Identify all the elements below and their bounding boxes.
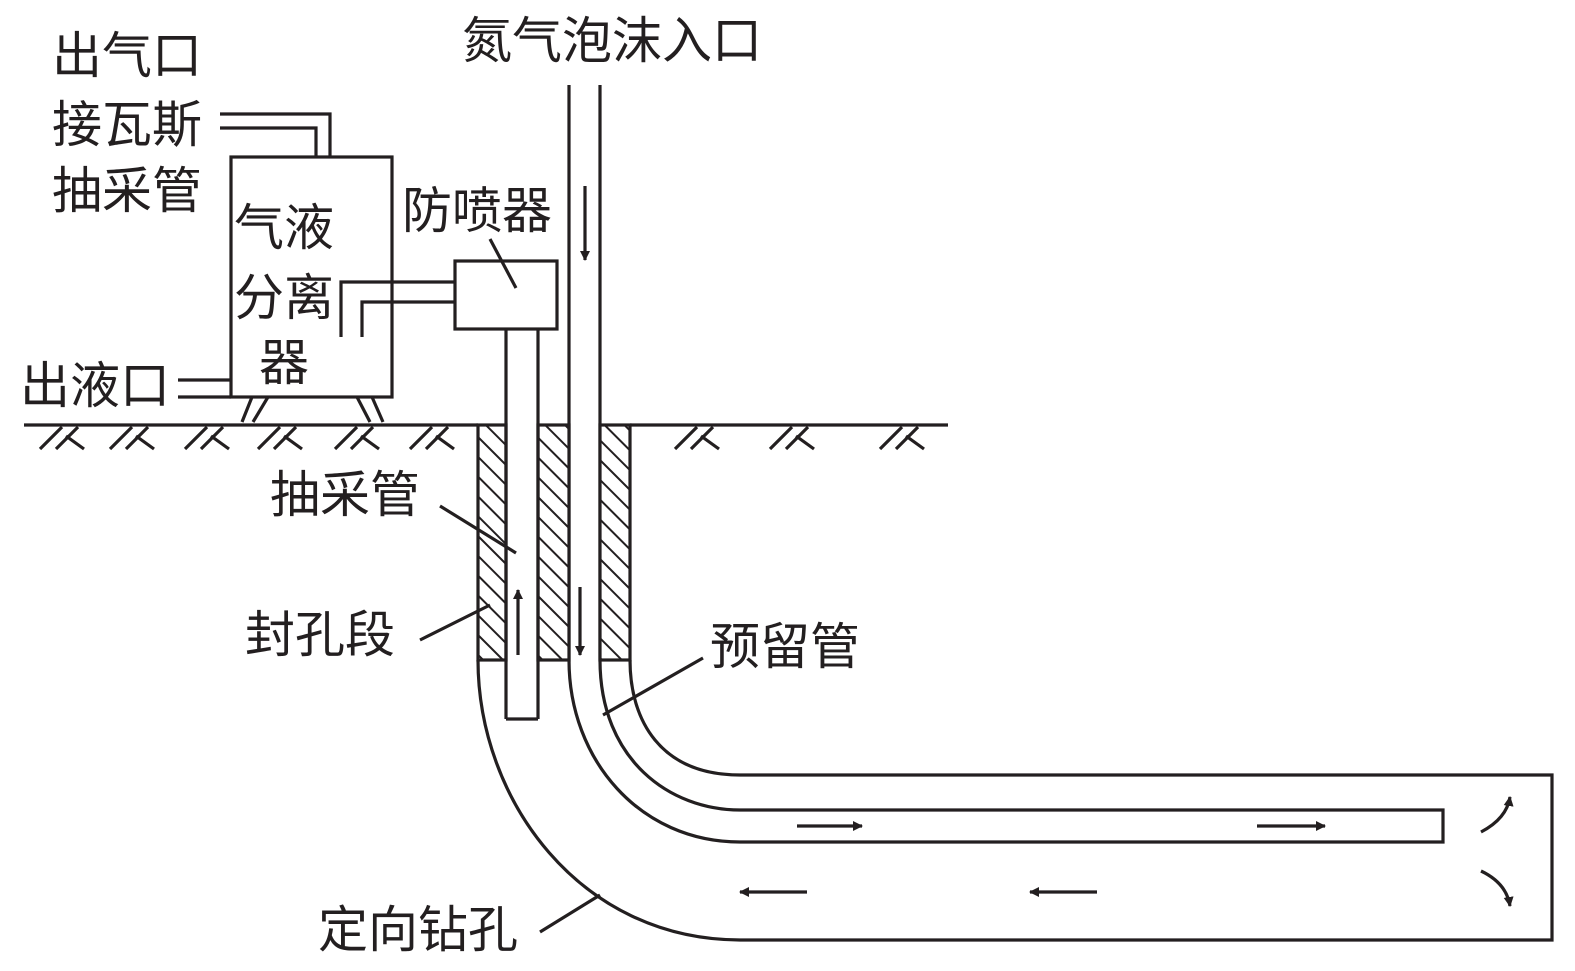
flow-arrows: [513, 186, 1514, 907]
ground-hatch-mark: [108, 425, 155, 451]
label-liquid-outlet: 出液口: [20, 357, 170, 415]
preventer-leader-line: [488, 238, 518, 289]
gas-liquid-separator: [229, 155, 394, 399]
ground-hatch-mark: [408, 425, 455, 451]
label-separator-3: 器: [259, 334, 309, 392]
label-gas-outlet: 出气口: [52, 27, 202, 85]
arrow-end-curve-upper: [1480, 796, 1514, 834]
preventer-to-separator-pipe: [339, 280, 455, 337]
arrow-end-curve-lower: [1480, 869, 1514, 907]
sealing-section-middle: [536, 423, 571, 662]
reserved-pipe-leader-line: [602, 656, 704, 717]
ground-hatch-mark: [673, 425, 720, 451]
label-separator-1: 气液: [234, 199, 334, 257]
gas-outlet-pipe: [220, 112, 332, 157]
separator-legs: [240, 396, 385, 423]
label-gas-drainage-connect-1: 接瓦斯: [52, 96, 202, 154]
label-drainage-pipe: 抽采管: [270, 466, 420, 524]
ground-hatch-mark: [878, 425, 925, 451]
ground-hatch-mark: [768, 425, 815, 451]
ground-hatch-mark: [256, 425, 303, 451]
label-sealing-section: 封孔段: [245, 606, 395, 664]
label-separator-2: 分离: [234, 269, 334, 327]
drainage-pipe: [504, 329, 540, 721]
ground-hatch-marks: [38, 425, 925, 451]
ground-hatch-mark: [333, 425, 380, 451]
label-reserved-pipe: 预留管: [710, 618, 860, 676]
ground-hatch-mark: [183, 425, 230, 451]
ground-hatch-mark: [38, 425, 85, 451]
sealing-section-leader-line: [419, 603, 491, 642]
sealing-section-right: [598, 423, 632, 662]
borehole-outer-wall: [476, 659, 1554, 942]
label-blowout-preventer: 防喷器: [402, 182, 552, 240]
liquid-outlet-pipe: [178, 378, 231, 399]
label-gas-drainage-connect-2: 抽采管: [52, 162, 202, 220]
label-directional-borehole: 定向钻孔: [318, 901, 518, 959]
label-nitrogen-foam-inlet: 氮气泡沫入口: [462, 12, 762, 70]
reserved-pipe-outer: [567, 659, 1445, 844]
drainage-pipe-leader-line: [439, 504, 517, 555]
borehole-leader-line: [539, 893, 601, 934]
